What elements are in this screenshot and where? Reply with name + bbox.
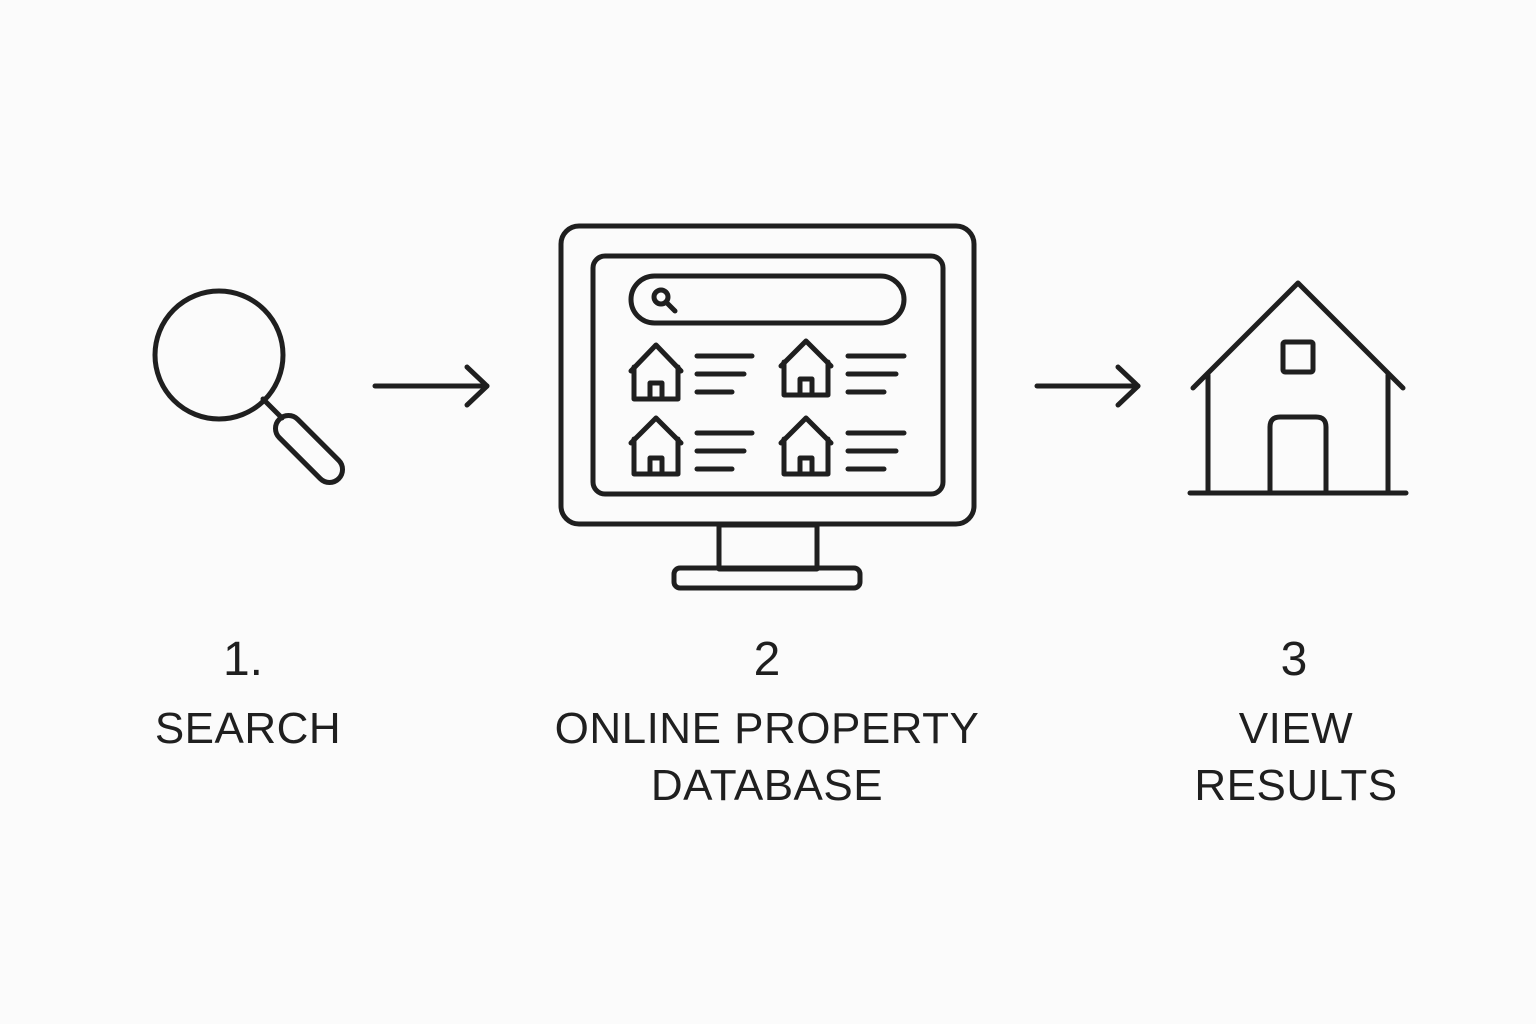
search-icon [651, 287, 671, 307]
step-1-label: SEARCH [154, 704, 342, 753]
listing-text-lines [694, 430, 755, 472]
house-icon [1187, 280, 1409, 496]
listing-text-lines [845, 353, 907, 395]
screen-search-bar [628, 273, 907, 326]
computer-monitor-property-listings-icon [558, 223, 977, 591]
arrow-right-icon [372, 364, 490, 408]
listing-text-lines [845, 430, 907, 472]
step-1-number: 1. [222, 633, 264, 686]
listing-house-icon [628, 415, 684, 477]
house-roof [1190, 280, 1406, 391]
monitor-neck [716, 522, 820, 572]
step-2-label-line-2: DATABASE [650, 761, 884, 810]
step-2-number: 2 [753, 633, 781, 686]
step-3-number: 3 [1280, 633, 1308, 686]
magnifying-glass-icon [152, 288, 346, 486]
step-2-label-line-1: ONLINE PROPERTY [554, 704, 980, 753]
house-door [1267, 414, 1329, 496]
listing-text-lines [694, 353, 755, 395]
listing-house-icon [778, 415, 834, 477]
step-3-label-line-1: VIEW [1238, 704, 1354, 753]
arrow-right-icon [1034, 364, 1141, 408]
listing-house-icon [628, 342, 684, 402]
monitor-stand [671, 565, 863, 591]
step-3-label-line-2: RESULTS [1194, 761, 1398, 810]
monitor-frame [558, 223, 977, 527]
monitor-screen [590, 253, 946, 497]
house-window [1280, 339, 1316, 375]
listing-house-icon [778, 338, 834, 398]
